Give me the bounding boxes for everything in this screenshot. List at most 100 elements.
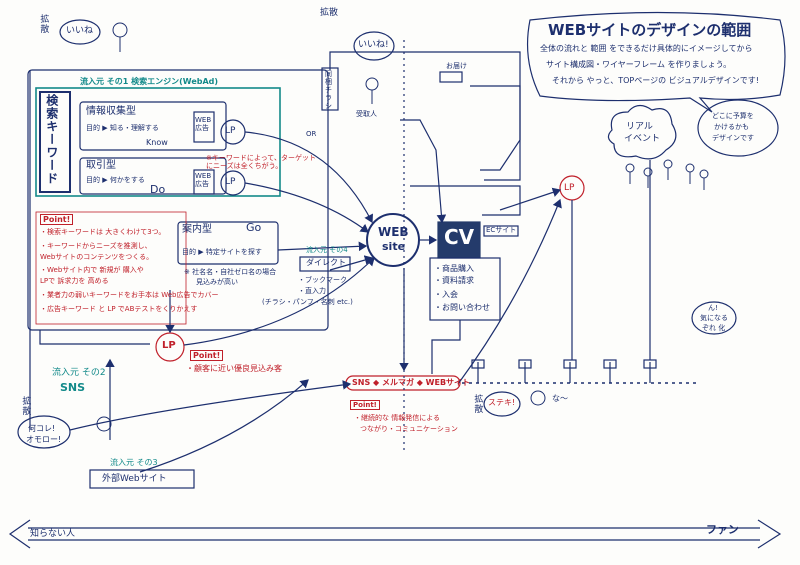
- nankore-text-2: オモロー!: [26, 435, 62, 444]
- lp-label-2: LP: [225, 177, 236, 187]
- kininaru-1: ん!: [708, 304, 718, 312]
- type-info-sub: 目的 ▶ 知る・理解する: [86, 124, 159, 132]
- type-transaction-sub: 目的 ▶ 何かをする: [86, 176, 145, 184]
- point-line-6: ・業者力の弱いキーワードをお手本は Web広告でカバー: [40, 291, 219, 299]
- suteki-bubble: [483, 391, 521, 417]
- ad-box-1: [193, 111, 215, 143]
- external-box: [89, 469, 195, 489]
- person-bottom-left: [96, 416, 112, 432]
- keyword-label: 検索キーワード: [44, 94, 59, 185]
- point-line-7: ・広告キーワード と LP でABテストをくりかえす: [40, 305, 198, 313]
- na-text: な〜: [552, 394, 568, 403]
- point-line-4: ・Webサイト内で 新規が 購入や: [40, 266, 144, 274]
- iine-bubble-right: [353, 31, 395, 61]
- iine-top-text: いいね: [66, 26, 94, 36]
- sns-point-badge: Point!: [350, 400, 380, 411]
- company-note-1: ※ 社名名・自社ゼロ名の場合: [184, 268, 277, 276]
- budget-note-3: デザインです: [712, 134, 754, 142]
- company-note-2: 見込みが高い: [196, 278, 238, 286]
- title-line-1: 全体の流れと 範囲 をできるだけ具体的にイメージしてから: [540, 44, 753, 53]
- search-header: 流入元 その1 検索エンジン(WebAd): [80, 77, 219, 86]
- ad-box-2: [193, 169, 215, 195]
- axis-right-label: ファン: [706, 523, 739, 536]
- row-box-3: [177, 221, 279, 265]
- nankore-bubble: [17, 415, 71, 449]
- person-recipient: [365, 77, 379, 104]
- page-title: WEBサイトのデザインの範囲: [548, 21, 752, 39]
- lp-right-label: LP: [564, 183, 575, 193]
- sns-point-1: ・継続的な 情報発信による: [354, 414, 441, 422]
- people-event: [625, 159, 709, 190]
- search-engine-box: [35, 87, 281, 197]
- type-navigation: 案内型: [182, 224, 212, 235]
- budget-note-2: かけるかも: [714, 123, 749, 131]
- search-frame: [27, 69, 329, 331]
- type-info-know: Know: [146, 138, 168, 147]
- cv-item-2: ・資料請求: [434, 276, 474, 285]
- cv-label: CV: [444, 225, 475, 249]
- event-line-1: リアル: [626, 122, 653, 132]
- kakusan-top-left: 拡散: [38, 14, 49, 34]
- source-3-header: 流入元 その3: [110, 458, 158, 467]
- cv-item-4: ・お問い合わせ: [434, 303, 490, 312]
- recipient-label: 受取人: [356, 110, 377, 118]
- point-line-1: ・検索キーワードは 大きくわけて3つ。: [40, 228, 166, 236]
- external-site-label: 外部Webサイト: [102, 474, 167, 484]
- iine-right-text: いいね!: [358, 40, 389, 50]
- lp-point-badge: Point!: [190, 350, 224, 362]
- title-line-3: それから やっと、TOPページの ビジュアルデザインです!: [552, 76, 760, 85]
- person-top-left: [112, 22, 128, 52]
- budget-note-1: どこに予算を: [712, 112, 754, 120]
- point-line-5: LPで 訴求力を 高める: [40, 277, 109, 285]
- title-bubble: [526, 11, 786, 113]
- points-box: [35, 211, 187, 325]
- iine-bubble-top: [59, 19, 101, 45]
- direct-line-2: ・直入力: [298, 287, 326, 295]
- package-label: 同梱チラシ: [325, 70, 332, 110]
- ec-label: ECサイト: [486, 226, 517, 234]
- ad-label-2: WEB広告: [195, 172, 212, 189]
- cv-box: [437, 221, 481, 259]
- person-fan: [530, 390, 546, 406]
- sns-point-2: つながり・コミュニケーション: [360, 425, 458, 433]
- sns-line-label: SNS ◆ メルマガ ◆ WEBサイト: [352, 378, 471, 387]
- kininaru-3: ぞれ 化: [702, 324, 726, 332]
- nankore-text-1: 何コレ!: [28, 424, 56, 433]
- direct-header: 流入元 その4: [306, 246, 348, 254]
- type-navigation-go: Go: [246, 221, 262, 234]
- direct-line-1: ・ブックマーク: [298, 276, 347, 284]
- ec-box: [483, 225, 519, 237]
- kakusan-left: 拡散: [20, 396, 31, 416]
- source-2-header: 流入元 その2: [52, 368, 106, 378]
- kininaru-2: 気になる: [700, 314, 728, 322]
- lp-mid-label: LP: [162, 340, 176, 351]
- cv-item-1: ・商品購入: [434, 264, 474, 273]
- website-circle: [366, 213, 420, 267]
- website-label-1: WEB: [378, 225, 409, 239]
- kakusan-top-right: 拡散: [320, 8, 339, 18]
- event-cloud: [607, 104, 677, 160]
- keyword-note: ※キーワードによって、ターゲットにニーズは全くちがう。: [206, 154, 316, 171]
- axis-left-label: 知らない人: [30, 529, 76, 539]
- event-line-2: イベント: [624, 134, 661, 144]
- kakusan-right: 拡散: [472, 394, 483, 414]
- lp-point-text: ・顧客に近い優良見込み客: [186, 364, 282, 373]
- website-label-2: site: [382, 240, 406, 253]
- point-line-3: Webサイトのコンテンツをつくる。: [40, 253, 154, 261]
- keyword-box: [39, 91, 71, 193]
- ad-label-1: WEB広告: [195, 116, 212, 133]
- truck-body: [439, 71, 463, 83]
- suteki-text: ステキ!: [488, 398, 516, 407]
- type-navigation-sub: 目的 ▶ 特定サイトを探す: [182, 248, 262, 256]
- timeline-flags: [471, 359, 657, 383]
- cv-item-3: ・入会: [434, 290, 458, 299]
- row-box-2: [79, 157, 227, 195]
- type-transaction: 取引型: [86, 160, 116, 171]
- or-label: OR: [306, 130, 317, 138]
- point-line-2: ・キーワードからニーズを推測し、: [40, 242, 152, 250]
- fan-axis: [8, 519, 782, 549]
- ship-label: お届け: [446, 62, 467, 70]
- kininaru-bubble: [691, 301, 737, 335]
- direct-box-label: ダイレクト: [306, 258, 346, 267]
